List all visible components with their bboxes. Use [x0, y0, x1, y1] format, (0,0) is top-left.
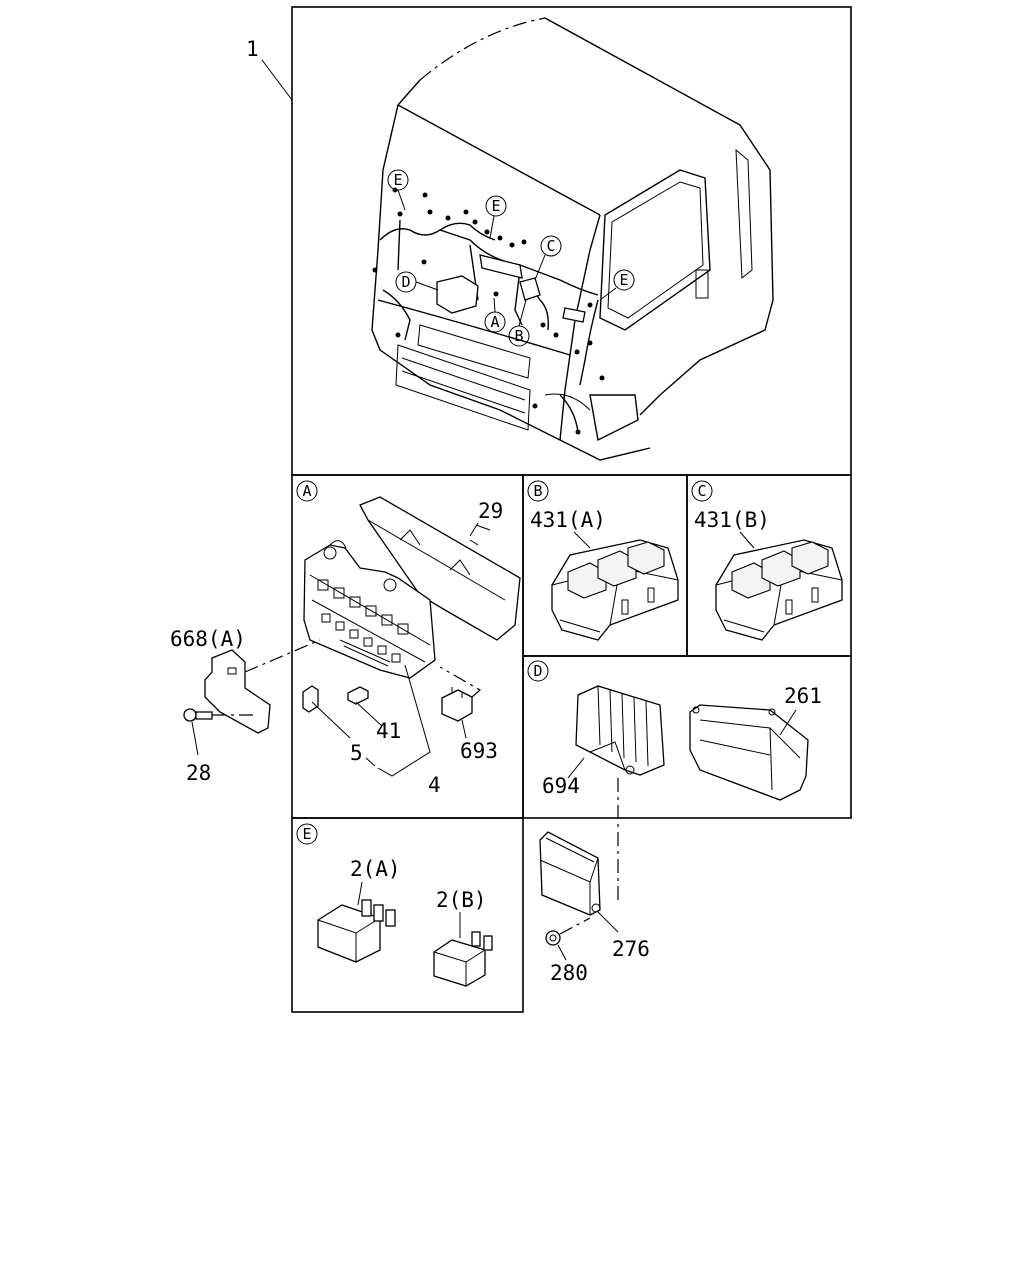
- fuse-item-5: [302, 685, 319, 713]
- callout-693: 693: [460, 739, 498, 763]
- panel-a: A 29: [296, 480, 521, 797]
- callout-5: 5: [350, 741, 363, 765]
- panel-e-marker: E: [302, 825, 311, 843]
- fuse-item-41: [347, 686, 369, 705]
- panel-a-marker: A: [302, 482, 311, 500]
- svg-text:E: E: [393, 171, 402, 189]
- truck-cab-drawing: [371, 17, 774, 461]
- panel-b-marker: B: [533, 482, 542, 500]
- callout-41: 41: [376, 719, 401, 743]
- marker-e-center: E: [485, 195, 507, 217]
- ecu-276-assembly: 276 280: [539, 778, 650, 985]
- panel-b: B 431(A): [527, 480, 679, 641]
- callout-431b: 431(B): [694, 508, 770, 532]
- marker-e-left: E: [387, 169, 409, 191]
- nut-280: [545, 930, 561, 946]
- marker-a-main: A: [484, 311, 506, 333]
- callout-280: 280: [550, 961, 588, 985]
- bracket-668a: 668(A): [170, 627, 321, 734]
- relay-2b: [433, 939, 486, 987]
- callout-261: 261: [784, 684, 822, 708]
- callout-2a: 2(A): [350, 857, 401, 881]
- relay-693: [441, 689, 473, 722]
- callout-668a: 668(A): [170, 627, 246, 651]
- marker-d-main: D: [395, 271, 417, 293]
- ecu-694: [575, 685, 665, 776]
- callout-4: 4: [428, 773, 441, 797]
- relay-2a: [317, 904, 381, 963]
- fuse-box-cover: [359, 496, 521, 641]
- svg-text:C: C: [546, 237, 555, 255]
- marker-b-main: B: [508, 325, 530, 347]
- ecu-cover-261: [689, 704, 809, 801]
- marker-e-right: E: [613, 269, 635, 291]
- panel-e: E 2(A) 2(B): [296, 823, 493, 987]
- callout-28: 28: [186, 761, 211, 785]
- panel-d: D 694 261: [527, 660, 822, 801]
- svg-text:D: D: [401, 273, 410, 291]
- panel-frames: [291, 6, 852, 1013]
- svg-text:A: A: [490, 313, 499, 331]
- callout-2b: 2(B): [436, 888, 487, 912]
- marker-c-main: C: [540, 235, 562, 257]
- callout-431a: 431(A): [530, 508, 606, 532]
- panel-c-marker: C: [697, 482, 706, 500]
- svg-text:B: B: [514, 327, 523, 345]
- relay-sockets: [317, 579, 409, 663]
- svg-text:E: E: [619, 271, 628, 289]
- bolt-28: 28: [183, 708, 255, 785]
- callout-29: 29: [478, 499, 503, 523]
- callout-1: 1: [246, 37, 259, 61]
- panel-d-marker: D: [533, 662, 542, 680]
- svg-text:E: E: [491, 197, 500, 215]
- callout-694: 694: [542, 774, 580, 798]
- fuse-relay-block: [303, 544, 436, 679]
- callout-276: 276: [612, 937, 650, 961]
- connector-dots: [372, 187, 605, 435]
- panel-c: C 431(B): [691, 480, 843, 641]
